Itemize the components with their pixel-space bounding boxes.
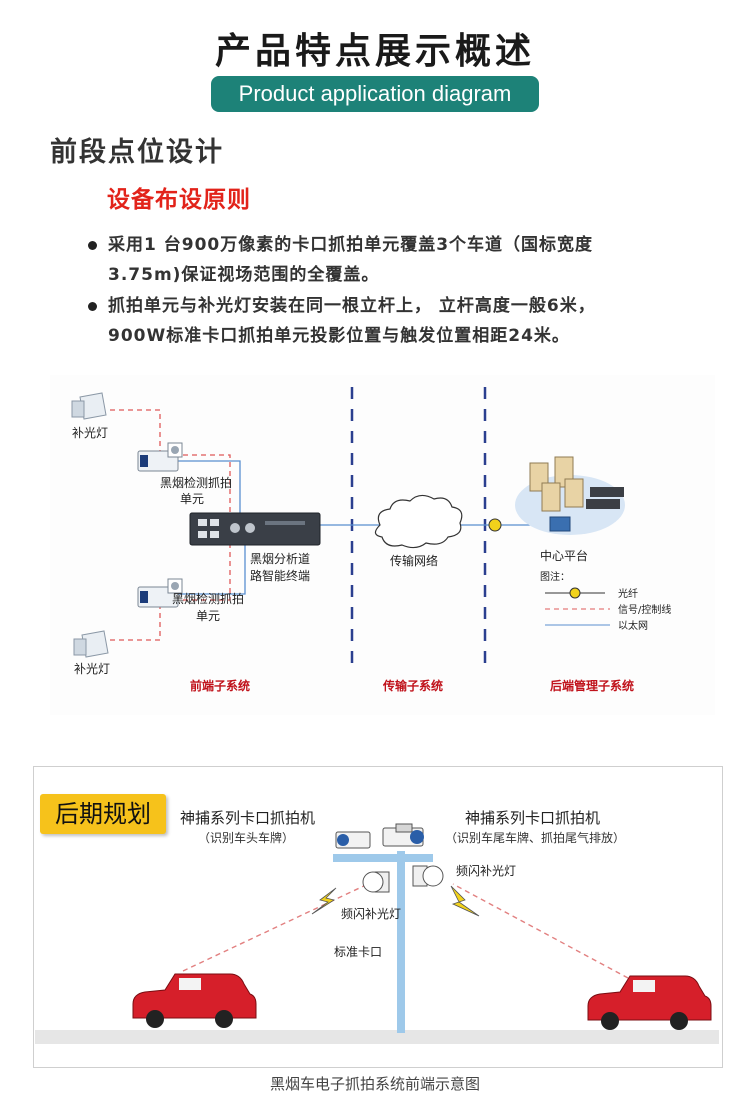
camera-rear-icon (382, 823, 424, 847)
camera-bottom-label-2: 单元 (196, 609, 220, 623)
bullet-item-2: 抓拍单元与补光灯安装在同一根立杆上， 立杆高度一般6米， 900W标准卡口抓拍单… (88, 291, 708, 351)
server-cluster-icon (529, 456, 624, 532)
camera-icon (137, 578, 183, 608)
car-left-icon (132, 973, 257, 1028)
subtitle-pill: Product application diagram (211, 76, 539, 112)
signal-line-cam-top (183, 454, 231, 520)
terminal-label-2: 路智能终端 (250, 568, 310, 583)
camera-bottom-label-1: 黑烟检测抓拍 (172, 591, 244, 606)
sight-line-left (182, 883, 369, 972)
ethernet-line-bottom (178, 545, 246, 595)
network-label: 传输网络 (390, 553, 438, 568)
signal-line-bottom (110, 607, 161, 641)
pole-arm (333, 854, 433, 862)
checkpoint-label: 标准卡口 (334, 945, 382, 959)
bullet-2-line-2: 900W标准卡口抓拍单元投影位置与触发位置相距24米。 (108, 326, 570, 346)
topology-diagram: 补光灯 黑烟检测抓拍 单元 黑烟分析道 路智能终端 黑烟检测抓拍 单元 补光灯 … (50, 375, 715, 715)
pole (397, 851, 405, 1033)
fill-light-bottom-label: 补光灯 (74, 662, 110, 676)
cam-left-title: 神捕系列卡口抓拍机 (180, 809, 315, 827)
legend-ethernet-label: 以太网 (618, 619, 648, 632)
flash-bolt-icon (450, 885, 480, 917)
cam-right-title: 神捕系列卡口抓拍机 (465, 809, 600, 827)
bullet-1-line-2: 3.75m)保证视场范围的全覆盖。 (108, 265, 380, 285)
flash-right-label: 频闪补光灯 (456, 864, 516, 878)
camera-top-label-1: 黑烟检测抓拍 (160, 475, 232, 490)
layout-scene: 神捕系列卡口抓拍机 （识别车头车牌） 神捕系列卡口抓拍机 （识别车尾车牌、抓拍尾… (35, 809, 719, 1044)
bullet-1-line-1: 采用1 台900万像素的卡口抓拍单元覆盖3个车道（国标宽度 (108, 235, 594, 255)
future-plan-badge: 后期规划 (40, 794, 166, 834)
car-right-icon (587, 975, 712, 1030)
section-subheading: 设备布设原则 (107, 187, 251, 213)
subsystem-front-label: 前端子系统 (190, 678, 250, 693)
page-title: 产品特点展示概述 (214, 30, 535, 72)
fill-light-icon (71, 392, 107, 420)
figure-caption: 黑烟车电子抓拍系统前端示意图 (269, 1075, 480, 1093)
bullet-dot-icon (88, 241, 97, 250)
road-strip (35, 1030, 719, 1044)
ethernet-line-top (178, 460, 241, 520)
legend-title: 图注： (540, 570, 570, 583)
bullet-2-line-1: 抓拍单元与补光灯安装在同一根立杆上， 立杆高度一般6米， (108, 296, 596, 316)
fiber-node-icon (488, 518, 502, 532)
camera-icon (137, 442, 183, 472)
bullet-item-1: 采用1 台900万像素的卡口抓拍单元覆盖3个车道（国标宽度 3.75m)保证视场… (88, 230, 708, 290)
legend-fiber-icon (569, 587, 581, 599)
camera-top-label-2: 单元 (180, 492, 204, 506)
flash-light-icon (412, 865, 444, 887)
bullet-dot-icon (88, 302, 97, 311)
fill-light-top-label: 补光灯 (72, 426, 108, 440)
topology-background (50, 375, 715, 715)
terminal-label-1: 黑烟分析道 (250, 552, 310, 566)
legend-signal-label: 信号/控制线 (618, 603, 671, 616)
flash-bolt-icon (311, 887, 337, 915)
cam-right-note: （识别车尾车牌、抓拍尾气排放） (445, 830, 625, 845)
cam-left-note: （识别车头车牌） (198, 830, 294, 845)
signal-line-cam-bottom (183, 545, 231, 601)
flash-light-icon (362, 871, 390, 893)
flash-left-label: 频闪补光灯 (341, 907, 401, 921)
terminal-device-icon (189, 512, 321, 546)
center-label: 中心平台 (540, 548, 588, 563)
network-cloud-icon (374, 494, 463, 549)
fill-light-icon (73, 630, 109, 658)
sight-line-right (452, 883, 629, 979)
camera-front-icon (335, 831, 371, 849)
subsystem-transport-label: 传输子系统 (382, 678, 443, 693)
legend-fiber-label: 光纤 (618, 587, 638, 600)
subsystem-back-label: 后端管理子系统 (550, 678, 634, 693)
signal-line-top (110, 409, 161, 455)
section-heading: 前段点位设计 (50, 137, 224, 168)
